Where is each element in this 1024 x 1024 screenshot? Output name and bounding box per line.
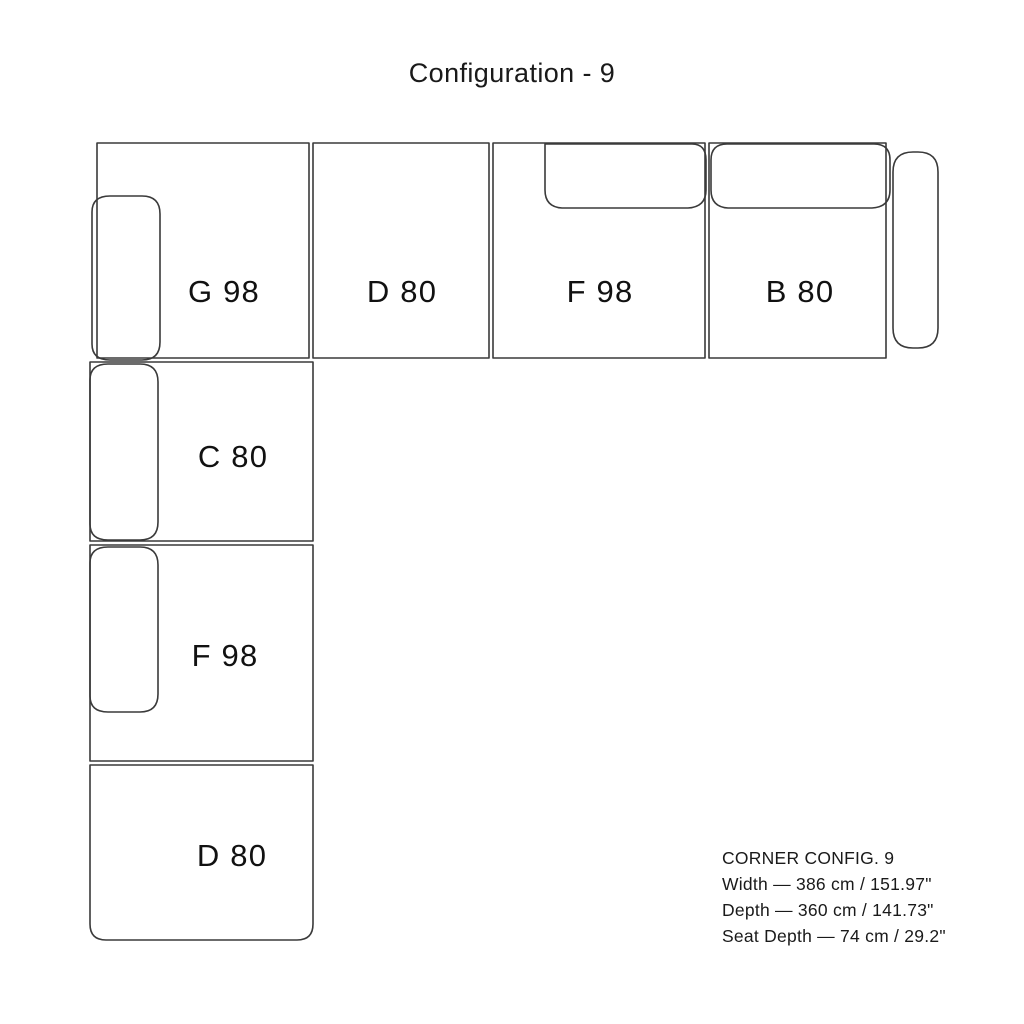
spec-config-name: CORNER CONFIG. 9 bbox=[722, 848, 895, 868]
spec-seat-depth: Seat Depth — 74 cm / 29.2" bbox=[722, 926, 946, 946]
module-body-top-d80 bbox=[312, 142, 490, 359]
specifications-block: CORNER CONFIG. 9 Width — 386 cm / 151.97… bbox=[722, 845, 1012, 949]
module-body-left-d80 bbox=[89, 764, 314, 941]
module-body-left-f98 bbox=[89, 544, 314, 762]
backrest-cushion-top-f98 bbox=[544, 143, 707, 209]
module-body-top-b80 bbox=[708, 142, 887, 359]
module-body-left-c80 bbox=[89, 361, 314, 542]
spec-width: Width — 386 cm / 151.97" bbox=[722, 874, 932, 894]
module-body-top-f98 bbox=[492, 142, 706, 359]
backrest-cushion-left-f98 bbox=[89, 546, 159, 713]
spec-depth: Depth — 360 cm / 141.73" bbox=[722, 900, 934, 920]
backrest-cushion-top-g98 bbox=[91, 195, 161, 361]
module-body-top-g98 bbox=[96, 142, 310, 359]
backrest-cushion-left-c80 bbox=[89, 363, 159, 541]
page-title: Configuration - 9 bbox=[408, 58, 616, 88]
backrest-cushion-top-b80 bbox=[710, 143, 891, 209]
armrest-right bbox=[892, 151, 939, 349]
